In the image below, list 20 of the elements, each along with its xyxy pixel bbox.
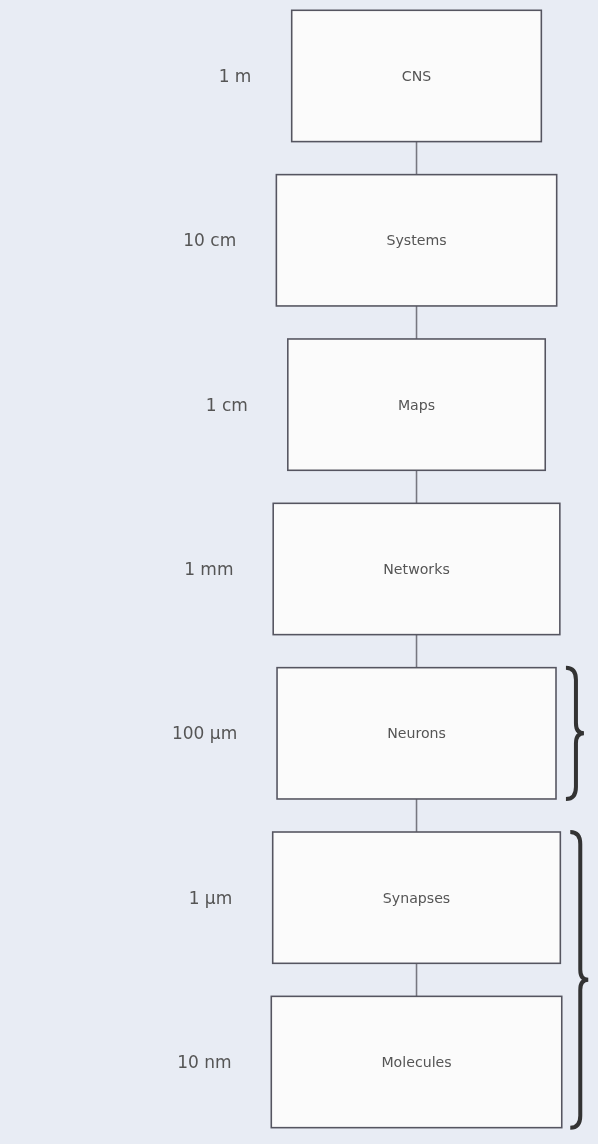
scale-label: 1 μm (188, 887, 233, 908)
process-box: Neurons (276, 666, 557, 800)
connector-line (415, 305, 418, 340)
connector-line (415, 962, 418, 998)
connector-line (415, 633, 418, 669)
process-box: Molecules (270, 995, 563, 1129)
scale-label: 10 nm (177, 1052, 232, 1072)
scale-label: 1 mm (184, 558, 234, 579)
process-box: Systems (275, 173, 558, 307)
scale-label: 1 m (218, 65, 252, 86)
process-box: CNS (290, 9, 543, 143)
scale-label: 1 cm (205, 394, 248, 415)
scale-label: 10 cm (183, 230, 237, 251)
connector-line (415, 798, 418, 833)
process-box: Maps (286, 338, 546, 472)
scale-label: 100 μm (171, 723, 238, 744)
process-box: Networks (272, 502, 561, 636)
process-box: Synapses (271, 831, 562, 965)
connector-line (415, 140, 418, 176)
connector-line (415, 469, 418, 505)
